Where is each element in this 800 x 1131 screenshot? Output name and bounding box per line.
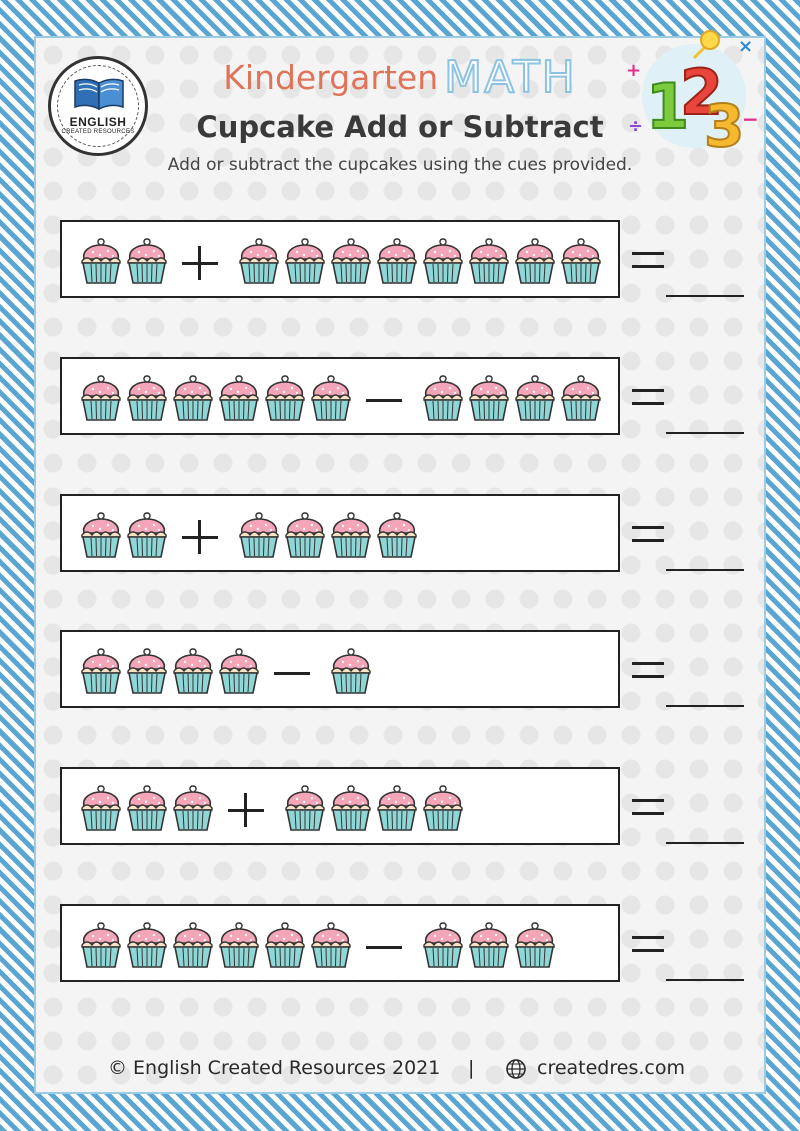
cupcake-icon: [126, 647, 168, 699]
equals-sign: [632, 252, 664, 272]
minus-operator: [274, 672, 310, 675]
answer-blank[interactable]: [666, 842, 744, 844]
cupcake-icon: [264, 374, 306, 426]
cupcake-icon: [376, 511, 418, 563]
cupcake-icon: [172, 374, 214, 426]
footer-separator: |: [468, 1057, 475, 1079]
cupcake-icon: [514, 921, 556, 973]
globe-icon: [506, 1059, 526, 1079]
logo-subtitle: CREATED RESOURCES: [61, 129, 135, 135]
worksheet-subtitle: Cupcake Add or Subtract: [196, 110, 604, 144]
cupcake-icon: [310, 921, 352, 973]
cupcake-icon: [514, 237, 556, 289]
cupcake-icon: [80, 921, 122, 973]
equals-sign: [632, 662, 664, 682]
problem-box: [60, 904, 620, 982]
cupcake-icon: [422, 921, 464, 973]
cupcake-icon: [330, 511, 372, 563]
equals-sign: [632, 526, 664, 546]
cupcake-icon: [468, 237, 510, 289]
cupcake-icon: [560, 374, 602, 426]
cupcake-icon: [284, 237, 326, 289]
cupcake-icon: [80, 511, 122, 563]
cupcake-icon: [126, 237, 168, 289]
cupcake-icon: [468, 921, 510, 973]
title-math: MATH: [443, 51, 577, 104]
cupcake-icon: [422, 784, 464, 836]
divide-symbol-icon: ÷: [628, 116, 643, 137]
cupcake-icon: [330, 647, 372, 699]
problem-box: [60, 494, 620, 572]
instructions-text: Add or subtract the cupcakes using the c…: [167, 155, 633, 175]
problem-box: [60, 767, 620, 845]
problem-box: [60, 630, 620, 708]
cupcake-icon: [238, 511, 280, 563]
cupcake-icon: [284, 511, 326, 563]
english-created-resources-logo: ENGLISH CREATED RESOURCES: [48, 56, 148, 156]
cupcake-icon: [264, 921, 306, 973]
cupcake-icon: [376, 784, 418, 836]
equals-sign: [632, 936, 664, 956]
cupcake-icon: [218, 374, 260, 426]
cupcake-icon: [80, 374, 122, 426]
plus-operator: [228, 793, 264, 827]
cupcake-icon: [560, 237, 602, 289]
answer-blank[interactable]: [666, 705, 744, 707]
cupcake-icon: [514, 374, 556, 426]
cupcake-icon: [126, 511, 168, 563]
cupcake-icon: [468, 374, 510, 426]
logo-ring: [57, 65, 139, 147]
cupcake-icon: [172, 784, 214, 836]
times-symbol-icon: ×: [738, 36, 753, 57]
plus-operator: [182, 520, 218, 554]
digit-three: 3: [704, 92, 744, 158]
cupcake-icon: [330, 784, 372, 836]
minus-operator: [366, 399, 402, 402]
answer-blank[interactable]: [666, 295, 744, 297]
cupcake-icon: [284, 784, 326, 836]
problem-box: [60, 220, 620, 298]
answer-blank[interactable]: [666, 569, 744, 571]
cupcake-icon: [172, 921, 214, 973]
equals-sign: [632, 799, 664, 819]
minus-symbol-icon: −: [742, 107, 759, 131]
cupcake-icon: [422, 374, 464, 426]
cupcake-icon: [422, 237, 464, 289]
cupcake-icon: [126, 784, 168, 836]
cupcake-icon: [126, 374, 168, 426]
cupcake-icon: [80, 784, 122, 836]
plus-symbol-icon: +: [626, 60, 641, 81]
cupcake-icon: [172, 647, 214, 699]
cupcake-icon: [218, 647, 260, 699]
cupcake-icon: [238, 237, 280, 289]
copyright-text: © English Created Resources 2021: [108, 1057, 441, 1079]
cupcake-icon: [330, 237, 372, 289]
problem-box: [60, 357, 620, 435]
digit-one: 1: [646, 70, 689, 143]
answer-blank[interactable]: [666, 432, 744, 434]
digit-two: 2: [680, 56, 723, 129]
cupcake-icon: [126, 921, 168, 973]
plus-operator: [182, 246, 218, 280]
cupcake-icon: [218, 921, 260, 973]
cupcake-icon: [80, 647, 122, 699]
logo-title: ENGLISH: [69, 115, 127, 129]
answer-blank[interactable]: [666, 979, 744, 981]
cupcake-icon: [80, 237, 122, 289]
cupcake-icon: [310, 374, 352, 426]
cupcake-icon: [376, 237, 418, 289]
equals-sign: [632, 389, 664, 409]
lightbulb-icon: [700, 30, 720, 50]
title-kindergarten: Kindergarten: [223, 58, 439, 97]
minus-operator: [366, 946, 402, 949]
numbers-123-illustration: 1 2 3 + × ÷ −: [626, 30, 759, 158]
website-link[interactable]: createdres.com: [537, 1057, 685, 1079]
book-icon: [74, 78, 124, 111]
